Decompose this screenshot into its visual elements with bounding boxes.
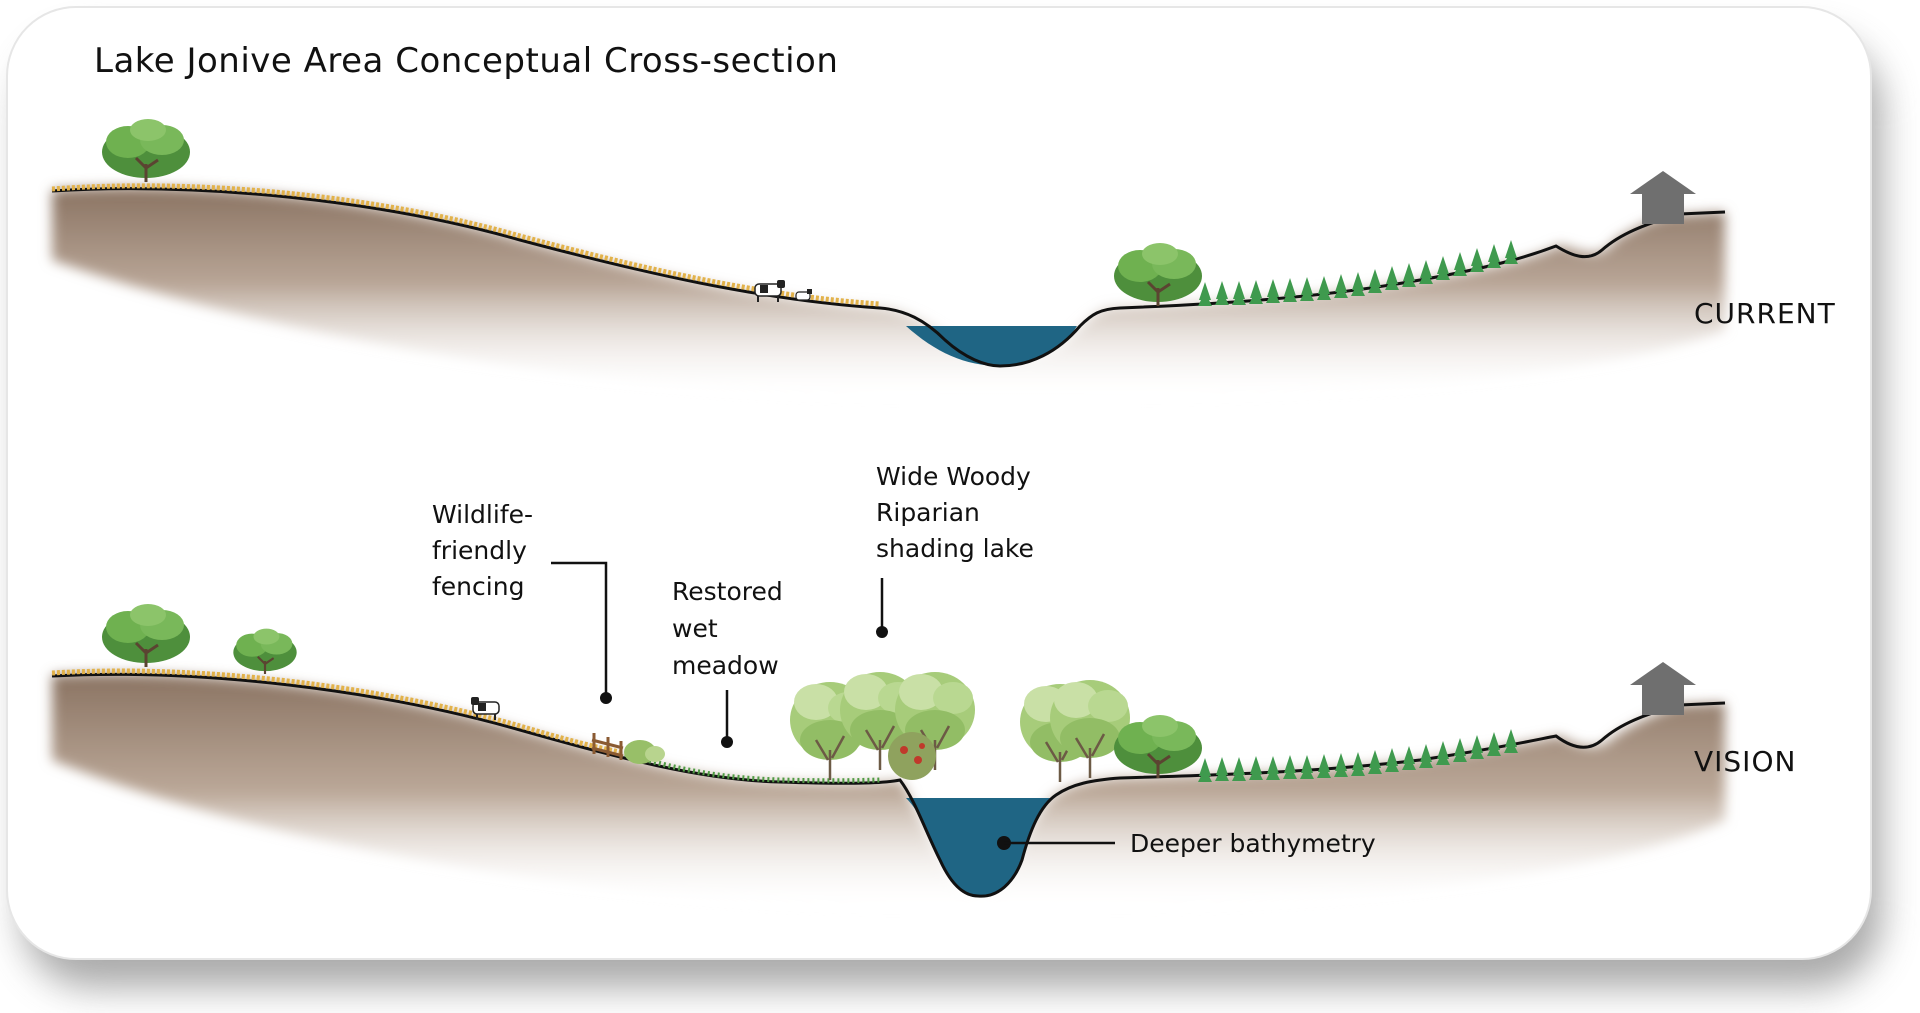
bathymetry-label: Deeper bathymetry bbox=[1130, 829, 1376, 858]
vision-cow bbox=[471, 697, 500, 720]
meadow-label-line-1: Restored bbox=[672, 577, 783, 606]
vision-wet-meadow-grass bbox=[624, 751, 881, 784]
vision-label: VISION bbox=[1694, 745, 1796, 778]
vision-house-icon bbox=[1630, 662, 1696, 715]
vision-soil bbox=[52, 673, 1725, 910]
diagram-title: Lake Jonive Area Conceptual Cross-sectio… bbox=[94, 41, 838, 81]
vision-ground-line bbox=[51, 672, 1726, 898]
vision-tree-left bbox=[100, 602, 192, 669]
current-lake bbox=[906, 326, 1077, 366]
annotation-riparian: Wide Woody Riparian shading lake bbox=[876, 462, 1034, 638]
annotation-fencing: Wildlife- friendly fencing bbox=[432, 500, 612, 704]
riparian-label-line-2: Riparian bbox=[876, 498, 980, 527]
current-cows bbox=[754, 280, 812, 302]
current-house-icon bbox=[1630, 171, 1696, 224]
current-ground-line bbox=[51, 187, 1726, 368]
fencing-label-line-3: fencing bbox=[432, 572, 524, 601]
vision-section: VISION Wildlife- friendly fencing Restor… bbox=[51, 462, 1796, 910]
meadow-leader-dot bbox=[721, 736, 733, 748]
wildlife-fence-icon bbox=[591, 733, 624, 760]
riparian-leader-dot bbox=[876, 626, 888, 638]
fencing-label-line-2: friendly bbox=[432, 536, 527, 565]
vision-lake bbox=[906, 798, 1050, 897]
current-tree-left bbox=[100, 117, 192, 184]
annotation-bathymetry: Deeper bathymetry bbox=[997, 829, 1376, 858]
riparian-label-line-3: shading lake bbox=[876, 534, 1034, 563]
vision-dry-grass bbox=[51, 668, 621, 755]
riparian-woody-trees bbox=[788, 670, 1204, 784]
meadow-label-line-2: wet bbox=[672, 614, 718, 643]
fencing-leader-line bbox=[551, 561, 608, 696]
current-dry-grass bbox=[51, 183, 881, 307]
vision-shrubs bbox=[624, 740, 665, 764]
vision-tree-small bbox=[232, 627, 298, 676]
current-soil bbox=[52, 187, 1725, 400]
fencing-leader-dot bbox=[600, 692, 612, 704]
current-tree-right bbox=[1112, 241, 1204, 308]
riparian-label-line-1: Wide Woody bbox=[876, 462, 1031, 491]
annotation-meadow: Restored wet meadow bbox=[672, 577, 783, 748]
fencing-label-line-1: Wildlife- bbox=[432, 500, 533, 529]
meadow-label-line-3: meadow bbox=[672, 651, 779, 680]
current-section: CURRENT bbox=[51, 117, 1836, 400]
current-label: CURRENT bbox=[1694, 297, 1836, 330]
